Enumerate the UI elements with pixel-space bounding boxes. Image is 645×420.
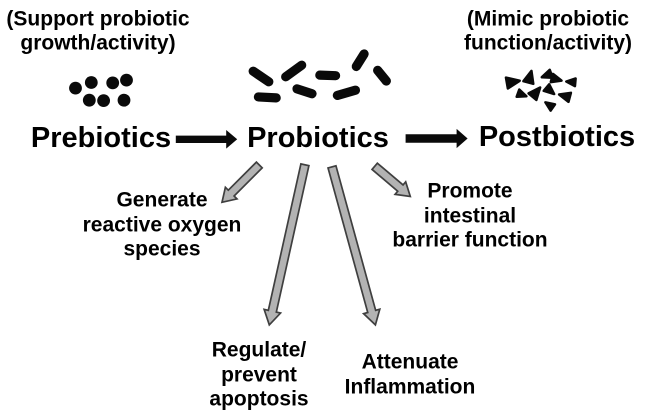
mimic-note: (Mimic probiotic function/activity)	[463, 7, 633, 54]
postbiotic-fragment	[557, 91, 573, 104]
flow-arrow	[405, 128, 468, 149]
effect-arrow	[370, 161, 412, 198]
promote-intestinal-barrier-function-label: Promote intestinal barrier function	[392, 179, 548, 252]
probiotic-rod	[315, 70, 341, 81]
effect-arrow	[220, 160, 264, 204]
prebiotic-dot	[82, 93, 96, 107]
prebiotic-dot	[84, 76, 98, 89]
probiotic-rod	[373, 65, 391, 86]
probiotic-rod	[292, 84, 317, 99]
postbiotic-fragment	[544, 101, 557, 112]
prebiotic-dot	[117, 93, 131, 107]
support-note: (Support probiotic growth/activity)	[6, 7, 190, 54]
postbiotic-fragment	[565, 77, 577, 88]
postbiotic-fragment	[542, 83, 556, 96]
probiotic-rod	[351, 49, 369, 72]
probiotic-rod	[253, 92, 281, 103]
prebiotic-dot	[120, 73, 133, 87]
probiotic-rod	[248, 66, 274, 87]
postbiotics-label: Postbiotics	[478, 121, 636, 154]
prebiotics-label: Prebiotics	[30, 122, 172, 155]
prebiotic-dot	[69, 81, 82, 95]
postbiotic-fragment	[549, 72, 563, 84]
postbiotic-fragment	[504, 76, 521, 90]
effect-arrow	[262, 162, 310, 327]
prebiotic-dot	[106, 76, 120, 90]
probiotic-rod	[281, 60, 307, 82]
postbiotic-fragment	[540, 68, 554, 80]
regulate-prevent-apoptosis-label: Regulate/ prevent apoptosis	[209, 338, 309, 411]
probiotic-rod	[332, 85, 361, 100]
attenuate-inflammation-label: Attenuate Inflammation	[344, 350, 476, 399]
postbiotic-fragment	[527, 86, 542, 102]
prebiotic-dot	[97, 94, 110, 107]
postbiotic-fragment	[515, 88, 528, 99]
generate-reactive-oxygen-species-label: Generate reactive oxygen species	[82, 188, 242, 261]
postbiotic-fragment	[522, 69, 535, 86]
probiotics-label: Probiotics	[247, 122, 389, 155]
flow-arrow	[175, 130, 238, 149]
effect-arrow	[327, 164, 382, 327]
